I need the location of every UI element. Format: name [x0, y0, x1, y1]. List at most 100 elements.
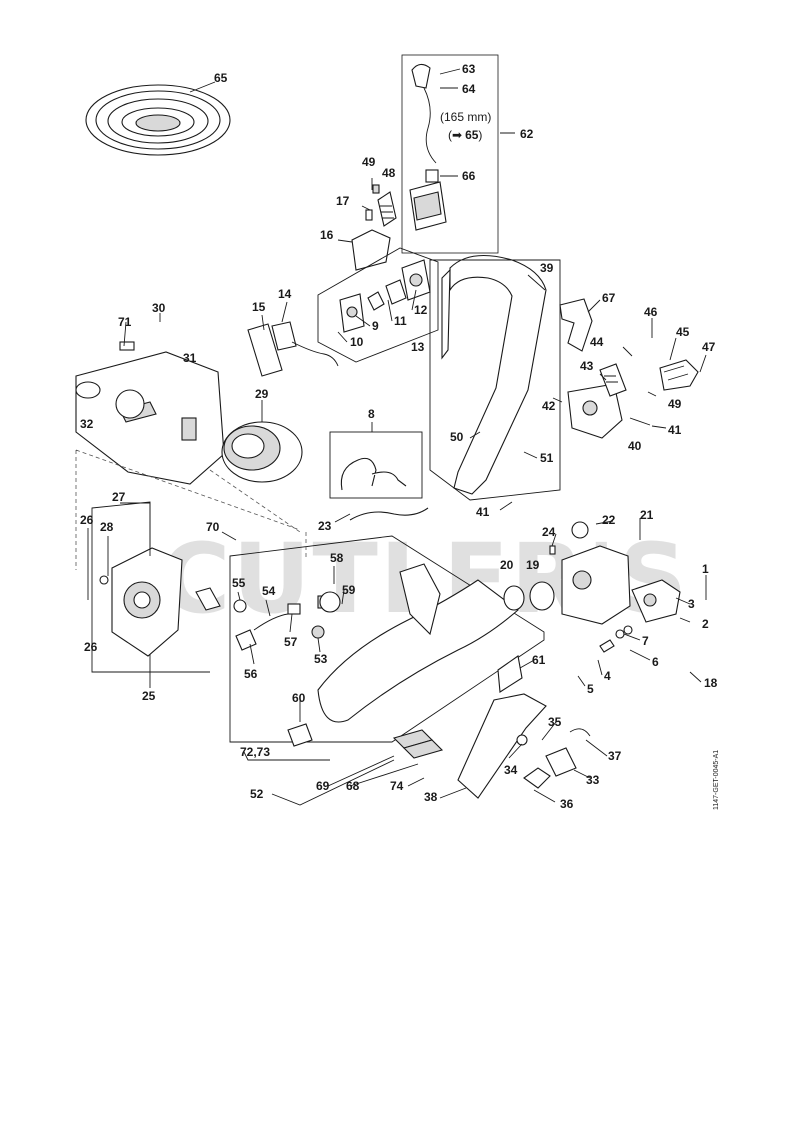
length-note: (165 mm) — [440, 110, 491, 124]
part-45-drawing — [659, 359, 699, 391]
callout-40: 40 — [628, 439, 642, 453]
callout-23: 23 — [318, 519, 332, 533]
callout-22: 22 — [602, 513, 616, 527]
callout-50: 50 — [450, 430, 464, 444]
callout-labels: 65 63 64 62 66 49 48 17 16 39 15 14 12 1… — [80, 62, 718, 811]
dashed-guide-lines — [75, 449, 307, 570]
ref-note-open: ( — [448, 128, 452, 142]
callout-10: 10 — [350, 335, 364, 349]
callout-54: 54 — [262, 584, 276, 598]
callout-66: 66 — [462, 169, 476, 183]
callout-43: 43 — [580, 359, 594, 373]
callout-2: 2 — [702, 617, 709, 631]
callout-51: 51 — [540, 451, 554, 465]
callout-12: 12 — [414, 303, 428, 317]
part-38-drawing — [457, 693, 591, 799]
part-31-shroud-drawing — [75, 341, 225, 485]
leader-lines — [87, 68, 707, 806]
callout-64: 64 — [462, 82, 476, 96]
callout-20: 20 — [500, 558, 514, 572]
callout-61: 61 — [532, 653, 546, 667]
callout-18: 18 — [704, 676, 718, 690]
callout-26b: 26 — [84, 640, 98, 654]
callout-58: 58 — [330, 551, 344, 565]
callout-49: 49 — [362, 155, 376, 169]
callout-62: 62 — [520, 127, 534, 141]
callout-48: 48 — [382, 166, 396, 180]
part-25-starter-drawing — [91, 501, 221, 673]
callout-31: 31 — [183, 351, 197, 365]
callout-56: 56 — [244, 667, 258, 681]
callout-19: 19 — [526, 558, 540, 572]
part-21-carb-drawing — [561, 521, 681, 653]
part-60-drawing — [287, 723, 444, 759]
callout-26: 26 — [80, 513, 94, 527]
callout-21: 21 — [640, 508, 654, 522]
callout-32: 32 — [80, 417, 94, 431]
callout-57: 57 — [284, 635, 298, 649]
part-56-fuel-filter-drawing — [233, 599, 325, 651]
callout-55: 55 — [232, 576, 246, 590]
part-24-drawing — [549, 545, 556, 555]
callout-33: 33 — [586, 773, 600, 787]
callout-49b: 49 — [668, 397, 682, 411]
callout-27: 27 — [112, 490, 126, 504]
callout-7: 7 — [642, 634, 649, 648]
callout-44: 44 — [590, 335, 604, 349]
callout-46: 46 — [644, 305, 658, 319]
callout-38: 38 — [424, 790, 438, 804]
callout-28: 28 — [100, 520, 114, 534]
callout-16: 16 — [320, 228, 334, 242]
callout-52: 52 — [250, 787, 264, 801]
ref-note-close: ) — [478, 128, 482, 142]
callout-71: 71 — [118, 315, 132, 329]
part-16-drawing — [351, 229, 391, 271]
callout-37: 37 — [608, 749, 622, 763]
part-45-ridges — [663, 365, 689, 381]
callout-5: 5 — [587, 682, 594, 696]
callout-1: 1 — [702, 562, 709, 576]
callout-6: 6 — [652, 655, 659, 669]
callout-74: 74 — [390, 779, 404, 793]
callout-59: 59 — [342, 583, 356, 597]
callout-17: 17 — [336, 194, 350, 208]
callout-47: 47 — [702, 340, 716, 354]
part-14-15-drawing — [247, 321, 339, 377]
callout-70: 70 — [206, 520, 220, 534]
callout-53: 53 — [314, 652, 328, 666]
part-40-drawing — [567, 363, 627, 439]
callout-63: 63 — [462, 62, 476, 76]
callout-35: 35 — [548, 715, 562, 729]
callout-41: 41 — [668, 423, 682, 437]
part-39-handlebar-drawing — [429, 255, 561, 501]
callout-36: 36 — [560, 797, 574, 811]
callout-8: 8 — [368, 407, 375, 421]
callout-13: 13 — [411, 340, 425, 354]
callout-25: 25 — [142, 689, 156, 703]
part-19-20-drawing — [503, 581, 555, 611]
callout-60: 60 — [292, 691, 306, 705]
callout-15: 15 — [252, 300, 266, 314]
callout-34: 34 — [504, 763, 518, 777]
ref-note-target: 65 — [465, 128, 479, 142]
callout-30: 30 — [152, 301, 166, 315]
callout-3: 3 — [688, 597, 695, 611]
callout-65: 65 — [214, 71, 228, 85]
callout-69: 69 — [316, 779, 330, 793]
callout-4: 4 — [604, 669, 611, 683]
part-61-drawing — [497, 655, 523, 693]
part-29-filter-drawing — [221, 421, 303, 483]
callout-41b: 41 — [476, 505, 490, 519]
callout-45: 45 — [676, 325, 690, 339]
part-62-module-drawing — [401, 54, 499, 254]
part-8-fuel-hose-drawing — [329, 431, 429, 521]
part-65-coil-drawing — [85, 84, 231, 156]
arrow-right-icon: ➡ — [452, 128, 462, 142]
callout-67: 67 — [602, 291, 616, 305]
callout-9: 9 — [372, 319, 379, 333]
callout-42: 42 — [542, 399, 556, 413]
callout-11: 11 — [394, 314, 407, 328]
callout-14: 14 — [278, 287, 292, 301]
part-67-drawing — [559, 298, 593, 352]
